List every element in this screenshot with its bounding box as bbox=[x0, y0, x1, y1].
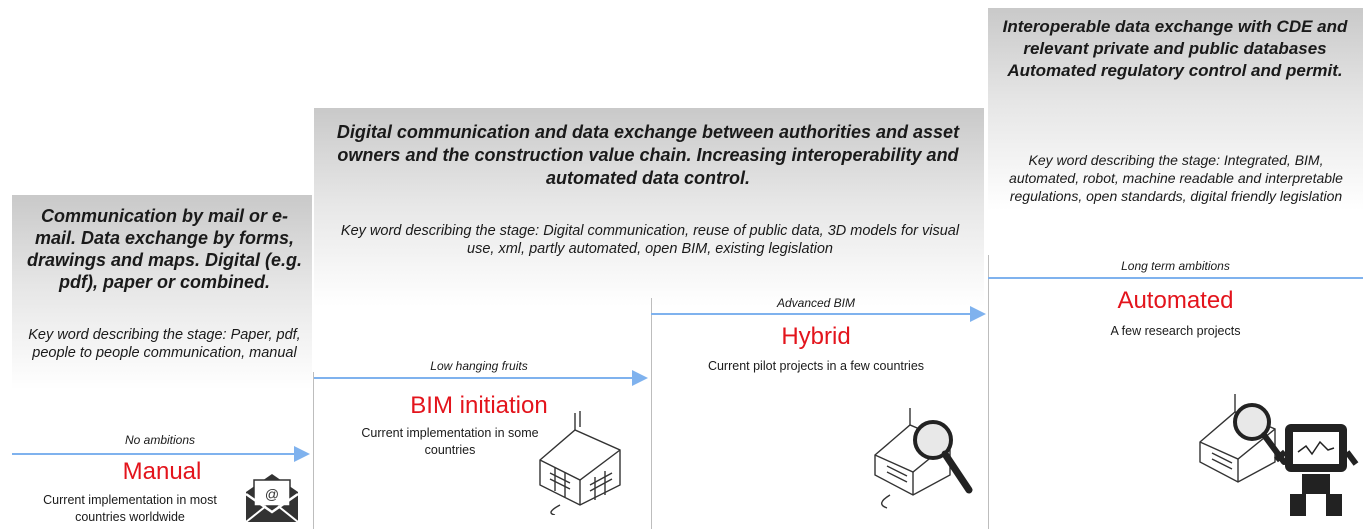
stage-1-ambition: No ambitions bbox=[124, 433, 196, 447]
stage-4-keywords: Key word describing the stage: Integrate… bbox=[1009, 152, 1343, 204]
stage-1-panel bbox=[12, 195, 312, 455]
stage-3-description: Current pilot projects in a few countrie… bbox=[707, 359, 925, 373]
stage-4-title: Automated bbox=[1117, 287, 1234, 314]
stage-2-description: Current implementation in some countries bbox=[361, 426, 539, 457]
stage-2-panel bbox=[314, 108, 984, 373]
divider-2 bbox=[651, 298, 652, 529]
stage-1-keywords: Key word describing the stage: Paper, pd… bbox=[28, 327, 301, 361]
stage-3-ambition: Advanced BIM bbox=[776, 296, 856, 310]
stage-3-title: Hybrid bbox=[781, 323, 851, 350]
envelope-icon: @ bbox=[245, 474, 299, 523]
stage-4-description: A few research projects bbox=[1110, 324, 1241, 338]
magnifier-building-icon bbox=[874, 408, 973, 509]
divider-3 bbox=[988, 255, 989, 529]
svg-text:@: @ bbox=[265, 486, 279, 502]
stage-2-keywords: Key word describing the stage: Digital c… bbox=[340, 223, 960, 257]
stage-1-heading: Communication by mail or e-mail. Data ex… bbox=[26, 206, 303, 292]
stage-4-ambition: Long term ambitions bbox=[1121, 259, 1230, 273]
stage-2-title: BIM initiation bbox=[410, 392, 548, 419]
robot-icon bbox=[1199, 394, 1359, 516]
divider-1 bbox=[313, 372, 314, 529]
stage-2-heading: Digital communication and data exchange … bbox=[336, 122, 960, 188]
stage-1-title: Manual bbox=[122, 458, 202, 485]
stage-1-description: Current implementation in most countries… bbox=[43, 493, 217, 524]
building-model-icon bbox=[539, 411, 621, 515]
stage-4-heading: Interoperable data exchange with CDE and… bbox=[1002, 17, 1348, 80]
stage-2-ambition: Low hanging fruits bbox=[430, 359, 528, 373]
stage-4-panel bbox=[988, 8, 1363, 278]
